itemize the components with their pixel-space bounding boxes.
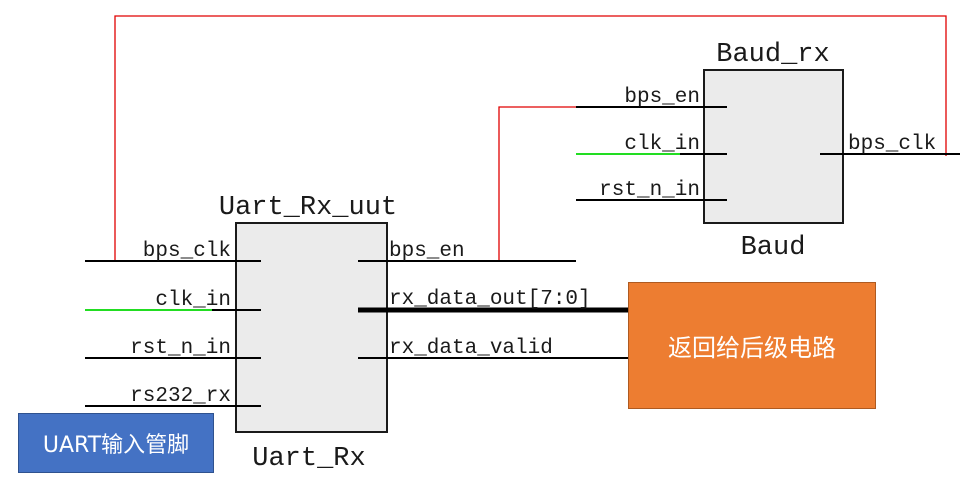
baud-block[interactable]: [703, 69, 844, 224]
port-baud-rst-n-in: rst_n_in: [599, 179, 700, 202]
uart-input-pin-callout: UART输入管脚: [18, 413, 214, 473]
port-uart-clk-in: clk_in: [155, 289, 231, 312]
baud-instance-name: Baud_rx: [716, 40, 829, 70]
return-to-next-stage-callout: 返回给后级电路: [628, 282, 876, 409]
port-baud-bps-clk: bps_clk: [848, 133, 936, 156]
feedback-wire-bps-clk: [114, 15, 947, 261]
port-uart-bps-clk: bps_clk: [143, 240, 231, 263]
uart-rx-block[interactable]: [235, 222, 388, 433]
feedback-wire-bps-en: [498, 106, 576, 260]
port-uart-rs232-rx: rs232_rx: [130, 385, 231, 408]
port-uart-rx-data-out: rx_data_out[7:0]: [389, 288, 591, 311]
port-uart-bps-en: bps_en: [389, 240, 465, 263]
port-baud-clk-in: clk_in: [624, 133, 700, 156]
port-uart-rx-data-valid: rx_data_valid: [389, 337, 553, 360]
baud-module-name: Baud: [741, 233, 806, 263]
port-baud-bps-en: bps_en: [624, 86, 700, 109]
port-uart-rst-n-in: rst_n_in: [130, 337, 231, 360]
return-to-next-stage-label: 返回给后级电路: [668, 334, 836, 362]
uart-rx-module-name: Uart_Rx: [252, 444, 365, 474]
uart-input-pin-label: UART输入管脚: [42, 433, 190, 458]
uart-rx-instance-name: Uart_Rx_uut: [219, 193, 397, 223]
